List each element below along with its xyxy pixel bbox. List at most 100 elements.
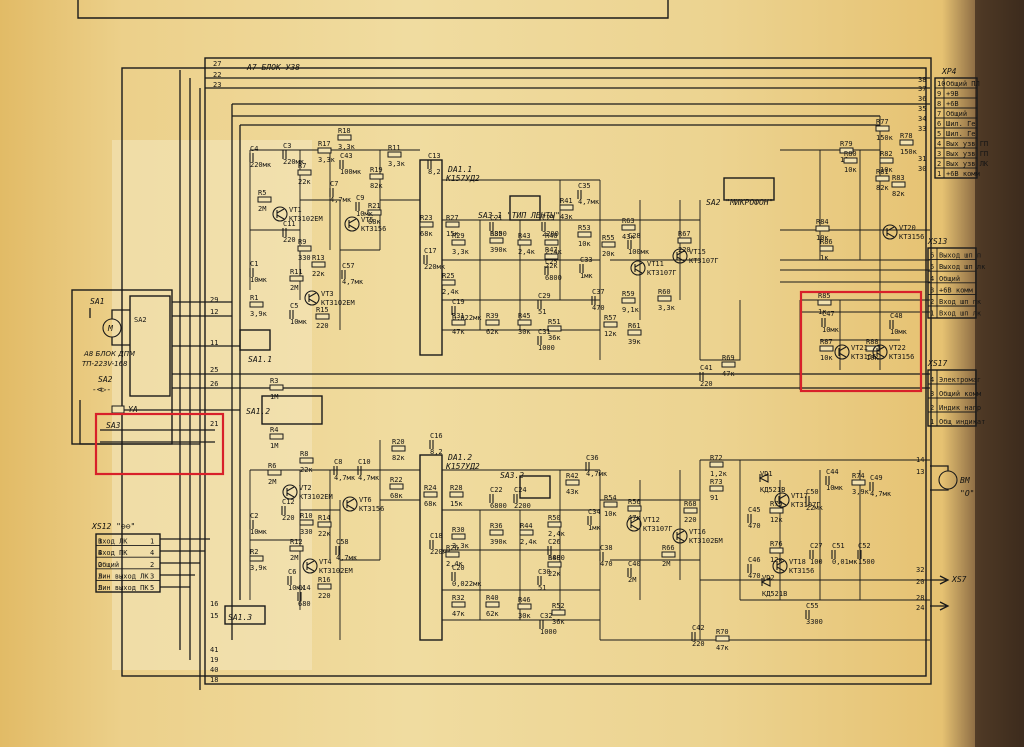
component-value: КТ3102ЕМ [289,215,323,223]
component-designator: C42 [692,624,705,632]
xp4-row-number: 1 [937,170,941,178]
component-value: 100мк [628,248,650,256]
resistor-symbol [819,245,834,252]
xs12-title: XS12 "⊖⊖" [91,522,135,531]
capacitor-symbol [427,160,432,169]
da11-label: DA1.1 [447,165,472,174]
component-value: 0,01мк [832,558,858,566]
resistor-symbol [879,157,894,164]
component-value: 1к [818,308,827,316]
resistor-symbol [317,147,332,154]
component-value: 68к [390,492,403,500]
component-value: 1000 [540,628,557,636]
resistor-symbol [297,245,312,252]
resistor-symbol [769,507,784,514]
component-value: 22к [298,178,311,186]
component-value: 30к [518,612,531,620]
component-value: 15к [450,500,463,508]
xs7-arrows [930,575,950,611]
component-value: 12к [604,330,617,338]
component-designator: R69 [722,354,735,362]
xs17-row-label: Электромаг [939,376,981,384]
component-value: 1М [270,393,278,401]
capacitor-symbol [429,540,434,549]
component-value: 10мк [250,276,268,284]
xp4-row-label: +6В [946,100,959,108]
component-value: 220 [283,236,296,244]
component-designator: R52 [552,602,565,610]
component-value: 220 [316,322,329,330]
chip-da11 [419,159,443,356]
xs17-row-label: Общий комм [939,390,982,398]
capacitor-symbol [339,160,344,169]
sa13-label: SA1.3 [228,613,252,622]
xs13-row-label: +6В комм [939,286,974,294]
component-value: 22к [300,466,313,474]
component-designator: R45 [518,312,531,320]
resistor-symbol [315,313,330,320]
transistor-leads [346,498,355,510]
component-designator: C4 [250,145,258,153]
xp4-title: ХР4 [941,67,957,76]
component-value: КТ3107Г [643,525,673,533]
xs12-pin-number: 5 [150,584,154,592]
component-designator: R85 [818,292,831,300]
component-designator: C21 [490,214,503,222]
component-designator: R55 [602,234,615,242]
capacitor-symbol [249,520,254,529]
component-designator: VT6 [359,496,372,504]
block-title: А7 БЛОК У38 [246,63,300,72]
sa31-label: SA3.1 "ТИП ЛЕНТЫ" [478,211,560,220]
component-designator: C29 [538,292,551,300]
xs13-row-number: 3 [930,286,934,294]
resistor-symbol [311,261,326,268]
transistor-symbol [774,492,790,508]
component-designator: C49 [870,474,883,482]
component-value: КТ3156 [361,225,386,233]
resistor-symbol [299,457,314,464]
component-designator: R54 [604,494,617,502]
component-value: 3,9к [250,564,268,572]
component-value: 10к [578,240,591,248]
component-value: 10мк [250,528,268,536]
capacitor-symbol [282,228,287,237]
component-value: КТ3102ЕМ [319,567,353,575]
resistor-symbol [601,241,616,248]
component-designator: R79 [840,140,853,148]
capacitor-symbol [579,264,584,273]
component-value: 220 [678,246,691,254]
resistor-symbol [387,151,402,158]
component-value: 1М [270,442,278,450]
capacitor-symbol [869,482,874,491]
transistor-leads [778,494,787,506]
component-value: 330 [298,254,311,262]
component-designator: R35 [490,230,503,238]
resistor-symbol [815,225,830,232]
resistor-symbol [661,551,676,558]
component-designator: C52 [858,542,871,550]
component-value: 4,7мк [336,554,358,562]
